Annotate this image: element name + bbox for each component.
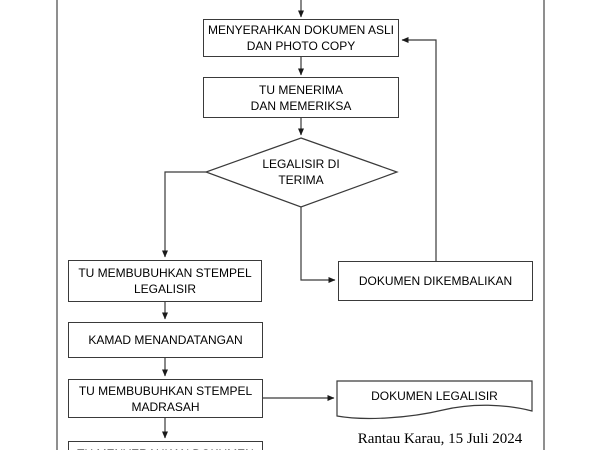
- node-stamp-legalisir: TU MEMBUBUHKAN STEMPEL LEGALISIR: [68, 260, 262, 302]
- node-handover-documents: TU MENYERAHKAN DOKUMEN: [68, 441, 263, 450]
- page-right-border: [543, 0, 545, 450]
- arrow-returned-back-to-submit: [401, 37, 437, 261]
- place-date-caption: Rantau Karau, 15 Juli 2024: [357, 431, 523, 447]
- node-stamp-madrasah: TU MEMBUBUHKAN STEMPEL MADRASAH: [68, 379, 263, 418]
- page-left-border: [56, 0, 58, 450]
- node-legalized-document-label: DOKUMEN LEGALISIR: [371, 389, 498, 403]
- node-decision-label: LEGALISIR DI TERIMA: [262, 157, 340, 187]
- arrow-decision-to-returned: [300, 207, 336, 283]
- arrow-decision-to-stamp-legalisir: [162, 171, 206, 258]
- node-submit-documents: MENYERAHKAN DOKUMEN ASLI DAN PHOTO COPY: [203, 19, 399, 57]
- document-symbol-shape: [336, 380, 533, 420]
- node-document-returned: DOKUMEN DIKEMBALIKAN: [338, 261, 533, 301]
- node-tu-receive-check: TU MENERIMA DAN MEMERIKSA: [203, 77, 399, 118]
- decision-diamond-shape: [204, 137, 399, 208]
- node-kamad-sign: KAMAD MENANDATANGAN: [68, 322, 263, 358]
